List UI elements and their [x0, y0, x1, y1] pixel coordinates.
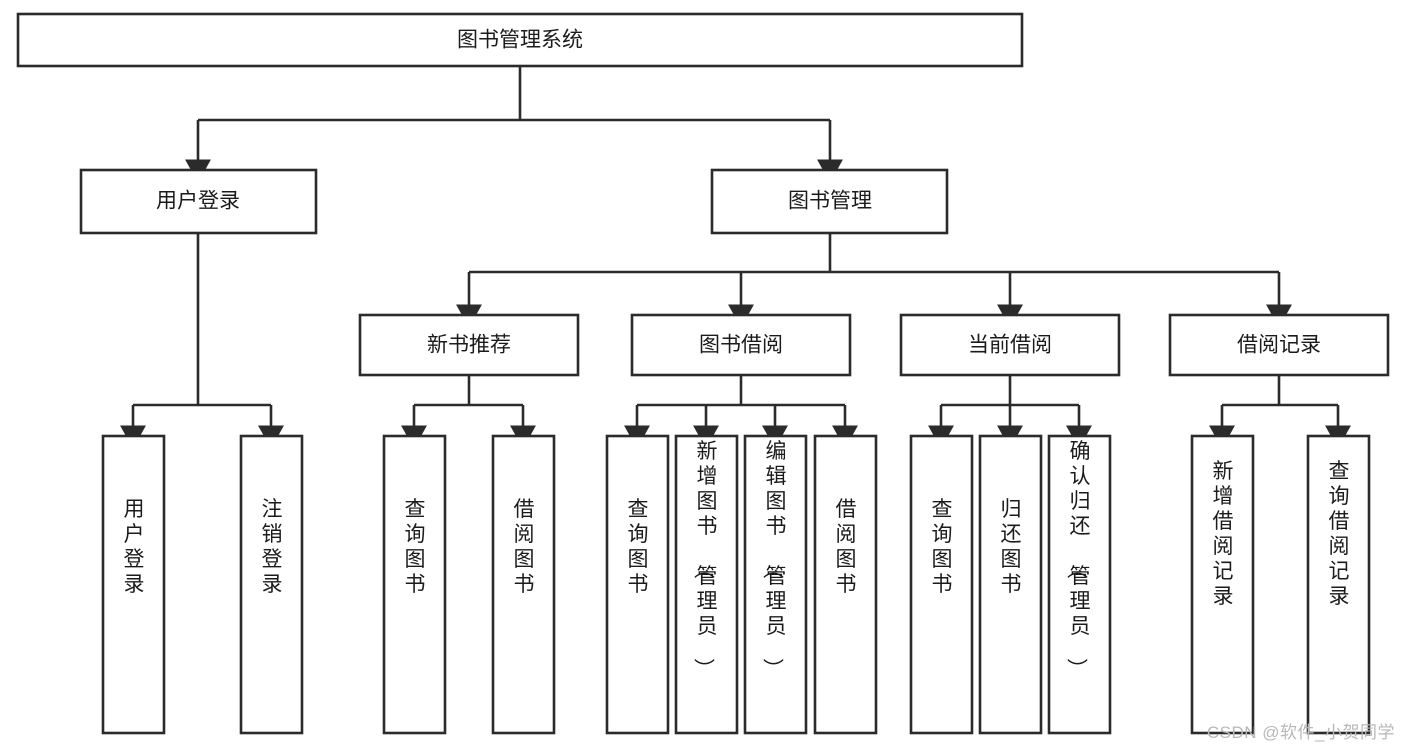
node-book-manage-box — [710, 168, 949, 235]
leaf-node-label: 编辑图书（管理员） — [761, 440, 787, 679]
node-book-manage[interactable]: 图书管理 — [710, 168, 949, 235]
leaf-node[interactable]: 确认归还（管理员） — [1047, 434, 1112, 735]
leaf-node-box — [978, 434, 1043, 735]
leaf-node[interactable]: 查询图书 — [909, 434, 974, 735]
leaf-node[interactable]: 借阅图书 — [491, 434, 556, 735]
leaf-node-box — [1190, 434, 1255, 735]
leaf-node-label: 借阅图书 — [836, 498, 857, 596]
node-user-login-label: 用户登录 — [156, 190, 240, 213]
node-borrow-record[interactable]: 借阅记录 — [1168, 313, 1390, 377]
node-new-book-recommend[interactable]: 新书推荐 — [358, 313, 580, 377]
leaf-node-label: 查询借阅记录 — [1329, 460, 1350, 608]
leaf-node-box — [813, 434, 878, 735]
connector-group-new-book — [401, 375, 536, 449]
leaf-node-box — [101, 434, 166, 735]
node-book-borrow-box — [630, 313, 852, 377]
leaf-node[interactable]: 查询借阅记录 — [1306, 434, 1371, 735]
leaf-node-box — [909, 434, 974, 735]
leaf-node-label: 用户登录 — [124, 498, 145, 596]
leaf-node-box — [674, 434, 739, 735]
node-book-manage-label: 图书管理 — [788, 190, 872, 213]
node-current-borrow-label: 当前借阅 — [968, 334, 1052, 357]
connector-group-root — [185, 66, 843, 183]
leaf-node[interactable]: 归还图书 — [978, 434, 1043, 735]
leaf-node-label: 确认归还（管理员） — [1065, 440, 1091, 679]
node-root-label: 图书管理系统 — [457, 29, 583, 52]
node-current-borrow-box — [899, 313, 1121, 377]
leaf-node-label: 新增图书（管理员） — [692, 440, 718, 679]
connector-group-borrow-record — [1209, 375, 1351, 449]
leaf-node[interactable]: 编辑图书（管理员） — [743, 434, 808, 735]
node-borrow-record-label: 借阅记录 — [1237, 334, 1321, 357]
node-root[interactable]: 图书管理系统 — [16, 12, 1024, 68]
leaf-node-label: 查询图书 — [628, 498, 649, 596]
node-root-box — [16, 12, 1024, 68]
connector-group-user-login — [120, 233, 284, 449]
connector-group-current-borrow — [928, 375, 1092, 449]
leaf-node-box — [491, 434, 556, 735]
connector-group-borrow — [624, 375, 858, 449]
leaf-node-label: 归还图书 — [1001, 498, 1022, 596]
leaf-node-box — [382, 434, 447, 735]
node-book-borrow-label: 图书借阅 — [699, 334, 783, 357]
leaf-node-label: 查询图书 — [932, 498, 953, 596]
leaf-node-box — [1306, 434, 1371, 735]
leaf-node-label: 查询图书 — [405, 498, 426, 596]
leaf-node[interactable]: 注销登录 — [239, 434, 304, 735]
node-new-book-recommend-box — [358, 313, 580, 377]
leaf-node-label: 注销登录 — [262, 498, 283, 596]
node-current-borrow[interactable]: 当前借阅 — [899, 313, 1121, 377]
leaf-node-box — [743, 434, 808, 735]
leaf-node-box — [239, 434, 304, 735]
node-borrow-record-box — [1168, 313, 1390, 377]
leaf-node-box — [1047, 434, 1112, 735]
node-new-book-recommend-label: 新书推荐 — [427, 334, 511, 357]
node-book-borrow[interactable]: 图书借阅 — [630, 313, 852, 377]
csdn-watermark: CSDN @软件_小贺同学 — [1206, 723, 1395, 742]
leaf-node[interactable]: 用户登录 — [101, 434, 166, 735]
leaf-node[interactable]: 借阅图书 — [813, 434, 878, 735]
node-user-login-box — [79, 168, 318, 235]
leaf-node-box — [605, 434, 670, 735]
connector-group-book-manage — [456, 233, 1292, 328]
leaf-node[interactable]: 查询图书 — [605, 434, 670, 735]
leaf-node[interactable]: 查询图书 — [382, 434, 447, 735]
leaf-node-label: 新增借阅记录 — [1213, 460, 1234, 608]
leaf-node[interactable]: 新增借阅记录 — [1190, 434, 1255, 735]
leaf-node[interactable]: 新增图书（管理员） — [674, 434, 739, 735]
node-user-login[interactable]: 用户登录 — [79, 168, 318, 235]
leaf-node-label: 借阅图书 — [514, 498, 535, 596]
